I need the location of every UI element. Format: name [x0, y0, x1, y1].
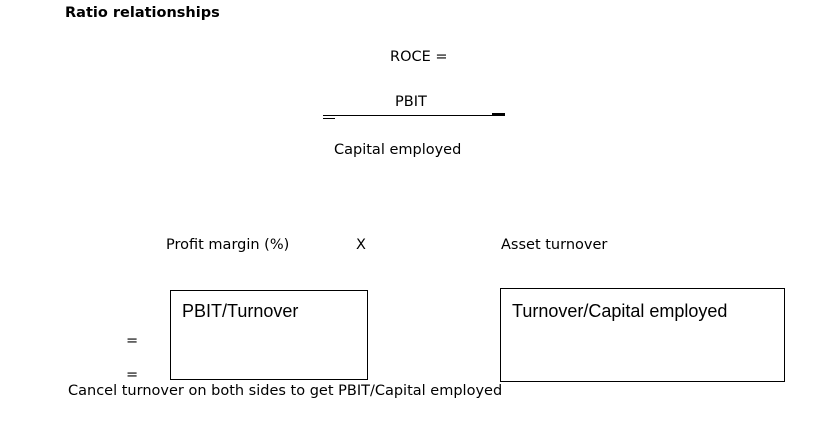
profit-margin-box-text: PBIT/Turnover — [182, 301, 299, 321]
profit-margin-box — [170, 290, 368, 380]
fraction-bar — [323, 115, 505, 116]
roce-numerator: PBIT — [395, 94, 427, 110]
asset-turnover-label: Asset turnover — [501, 237, 608, 253]
fraction-bar-right-cap — [492, 113, 505, 116]
fraction-bar-left-cap — [323, 118, 335, 119]
page-title: Ratio relationships — [65, 5, 220, 21]
roce-label: ROCE = — [390, 49, 448, 65]
asset-turnover-box-text: Turnover/Capital employed — [512, 301, 728, 321]
equals-sign-bottom: = — [126, 367, 139, 383]
asset-turnover-box — [500, 288, 785, 382]
profit-margin-label: Profit margin (%) — [166, 237, 290, 253]
roce-denominator: Capital employed — [334, 142, 462, 158]
equals-sign-top: = — [126, 333, 139, 349]
multiply-operator: X — [356, 237, 366, 253]
footer-note: Cancel turnover on both sides to get PBI… — [68, 383, 503, 399]
